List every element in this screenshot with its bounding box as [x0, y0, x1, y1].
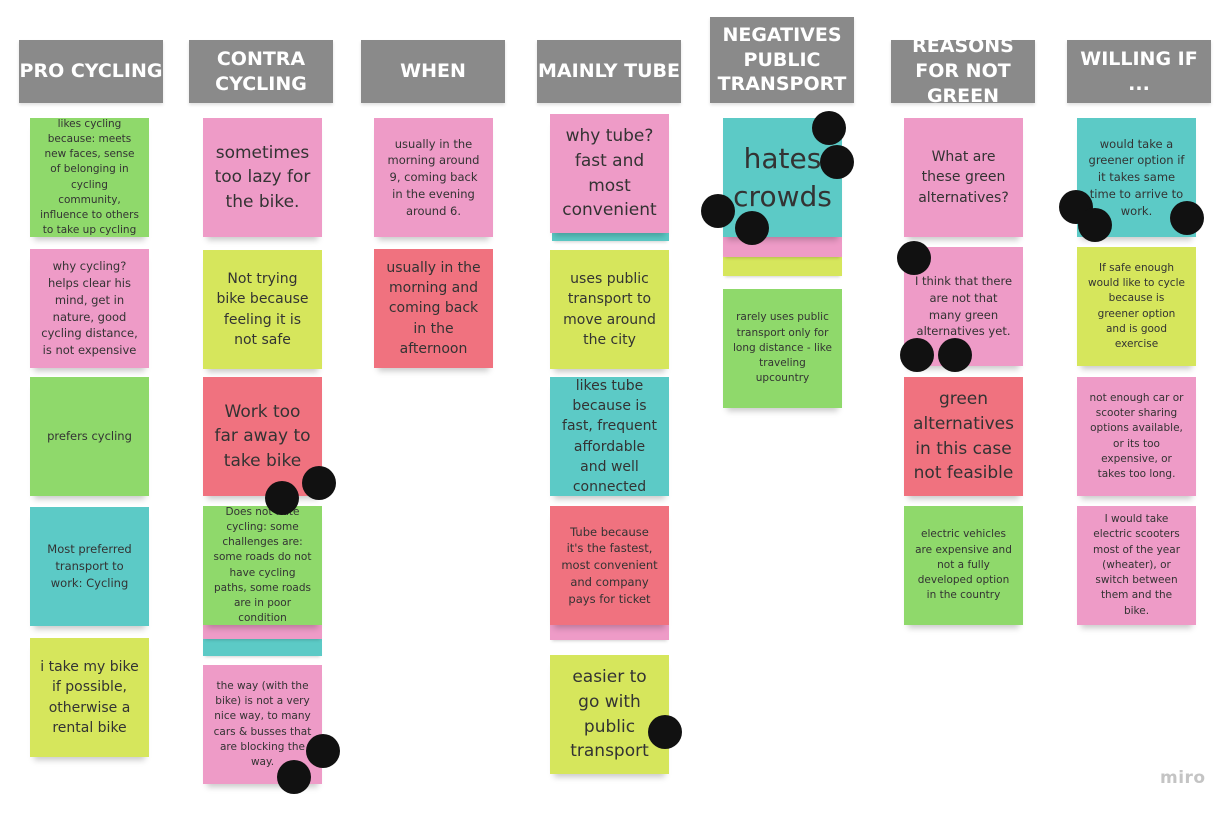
header-label: NEGATIVES PUBLIC TRANSPORT [717, 23, 847, 96]
sticky-note-text: uses public transport to move around the… [563, 270, 656, 348]
vote-dot[interactable] [306, 734, 340, 768]
sticky-note-pro-cycling-2[interactable]: why cycling? helps clear his mind, get i… [30, 249, 149, 368]
sticky-note-text: usually in the morning around 9, coming … [387, 136, 480, 218]
sticky-note-reasons-for-not-green-4[interactable]: electric vehicles are expensive and not … [904, 506, 1023, 625]
header-reasons-for-not-green[interactable]: REASONS FOR NOT GREEN [891, 35, 1035, 107]
vote-dot[interactable] [302, 466, 336, 500]
stacked-note-edge[interactable] [203, 625, 322, 639]
header-label: WILLING IF ... [1080, 47, 1198, 95]
sticky-note-pro-cycling-3[interactable]: prefers cycling [30, 377, 149, 496]
sticky-note-negatives-public-transport-1[interactable]: hates crowds [723, 118, 842, 237]
sticky-note-pro-cycling-4[interactable]: Most preferred transport to work: Cyclin… [30, 507, 149, 626]
header-pro-cycling[interactable]: PRO CYCLING [19, 40, 163, 103]
sticky-note-text: Work too far away to take bike [214, 401, 311, 471]
sticky-note-text: easier to go with public transport [570, 667, 649, 762]
header-when[interactable]: WHEN [361, 40, 505, 103]
vote-dot[interactable] [648, 715, 682, 749]
sticky-note-text: Does not hate cycling: some challenges a… [213, 505, 312, 625]
sticky-note-text: sometimes too lazy for the bike. [214, 142, 311, 212]
header-willing-if[interactable]: WILLING IF ... [1067, 40, 1211, 103]
sticky-note-willing-if-3[interactable]: not enough car or scooter sharing option… [1077, 377, 1196, 496]
sticky-note-text: Most preferred transport to work: Cyclin… [47, 542, 132, 590]
vote-dot[interactable] [735, 211, 769, 245]
vote-dot[interactable] [265, 481, 299, 515]
stacked-note-edge[interactable] [203, 639, 322, 656]
vote-dot[interactable] [897, 241, 931, 275]
sticky-note-willing-if-4[interactable]: I would take electric scooters most of t… [1077, 506, 1196, 625]
vote-dot[interactable] [812, 111, 846, 145]
sticky-note-text: not enough car or scooter sharing option… [1089, 391, 1184, 480]
header-mainly-tube[interactable]: MAINLY TUBE [537, 40, 681, 103]
sticky-note-willing-if-2[interactable]: If safe enough would like to cycle becau… [1077, 247, 1196, 366]
sticky-note-mainly-tube-4[interactable]: Tube because it's the fastest, most conv… [550, 506, 669, 625]
vote-dot[interactable] [938, 338, 972, 372]
sticky-note-text: I think that there are not that many gre… [914, 274, 1013, 339]
vote-dot[interactable] [1170, 201, 1204, 235]
stacked-note-edge[interactable] [552, 232, 669, 241]
sticky-note-text: hates crowds [733, 141, 832, 213]
sticky-note-text: electric vehicles are expensive and not … [915, 528, 1012, 602]
vote-dot[interactable] [900, 338, 934, 372]
sticky-note-contra-cycling-2[interactable]: Not trying bike because feeling it is no… [203, 250, 322, 369]
header-label: REASONS FOR NOT GREEN [912, 35, 1014, 107]
vote-dot[interactable] [820, 145, 854, 179]
sticky-note-text: likes cycling because: meets new faces, … [40, 117, 139, 237]
sticky-note-contra-cycling-5[interactable]: the way (with the bike) is not a very ni… [203, 665, 322, 784]
sticky-note-text: Not trying bike because feeling it is no… [216, 270, 309, 348]
header-label: MAINLY TUBE [538, 60, 680, 83]
sticky-note-contra-cycling-4[interactable]: Does not hate cycling: some challenges a… [203, 506, 322, 625]
header-label: CONTRA CYCLING [215, 47, 307, 95]
sticky-note-when-1[interactable]: usually in the morning around 9, coming … [374, 118, 493, 237]
sticky-note-text: the way (with the bike) is not a very ni… [213, 679, 312, 768]
miro-watermark: miro [1160, 768, 1206, 788]
header-label: WHEN [400, 60, 466, 83]
sticky-note-pro-cycling-5[interactable]: i take my bike if possible, otherwise a … [30, 638, 149, 757]
header-contra-cycling[interactable]: CONTRA CYCLING [189, 40, 333, 103]
sticky-note-text: why tube? fast and most convenient [562, 126, 657, 221]
vote-dot[interactable] [701, 194, 735, 228]
sticky-note-mainly-tube-5[interactable]: easier to go with public transport [550, 655, 669, 774]
sticky-note-text: prefers cycling [47, 429, 132, 444]
sticky-note-text: green alternatives in this case not feas… [913, 389, 1014, 484]
sticky-note-text: If safe enough would like to cycle becau… [1088, 261, 1185, 350]
sticky-note-text: I would take electric scooters most of t… [1092, 513, 1181, 617]
sticky-note-mainly-tube-1[interactable]: why tube? fast and most convenient [550, 114, 669, 233]
vote-dot[interactable] [1078, 208, 1112, 242]
sticky-note-text: Tube because it's the fastest, most conv… [561, 524, 658, 606]
stacked-note-edge[interactable] [550, 623, 669, 640]
header-negatives-public-transport[interactable]: NEGATIVES PUBLIC TRANSPORT [710, 17, 854, 103]
sticky-note-text: usually in the morning and coming back i… [386, 259, 481, 357]
sticky-note-text: What are these green alternatives? [918, 149, 1009, 206]
sticky-note-mainly-tube-3[interactable]: likes tube because is fast, frequent aff… [550, 377, 669, 496]
sticky-note-negatives-public-transport-2[interactable]: rarely uses public transport only for lo… [723, 289, 842, 408]
sticky-note-contra-cycling-1[interactable]: sometimes too lazy for the bike. [203, 118, 322, 237]
sticky-note-reasons-for-not-green-3[interactable]: green alternatives in this case not feas… [904, 377, 1023, 496]
stacked-note-edge[interactable] [723, 256, 842, 276]
sticky-note-reasons-for-not-green-1[interactable]: What are these green alternatives? [904, 118, 1023, 237]
sticky-note-text: why cycling? helps clear his mind, get i… [41, 259, 138, 357]
sticky-note-text: i take my bike if possible, otherwise a … [40, 658, 139, 736]
sticky-note-mainly-tube-2[interactable]: uses public transport to move around the… [550, 250, 669, 369]
sticky-note-pro-cycling-1[interactable]: likes cycling because: meets new faces, … [30, 118, 149, 237]
header-label: PRO CYCLING [19, 60, 163, 83]
vote-dot[interactable] [277, 760, 311, 794]
sticky-note-text: would take a greener option if it takes … [1088, 136, 1185, 218]
sticky-note-when-2[interactable]: usually in the morning and coming back i… [374, 249, 493, 368]
sticky-note-text: rarely uses public transport only for lo… [733, 311, 832, 385]
sticky-note-text: likes tube because is fast, frequent aff… [562, 377, 657, 496]
